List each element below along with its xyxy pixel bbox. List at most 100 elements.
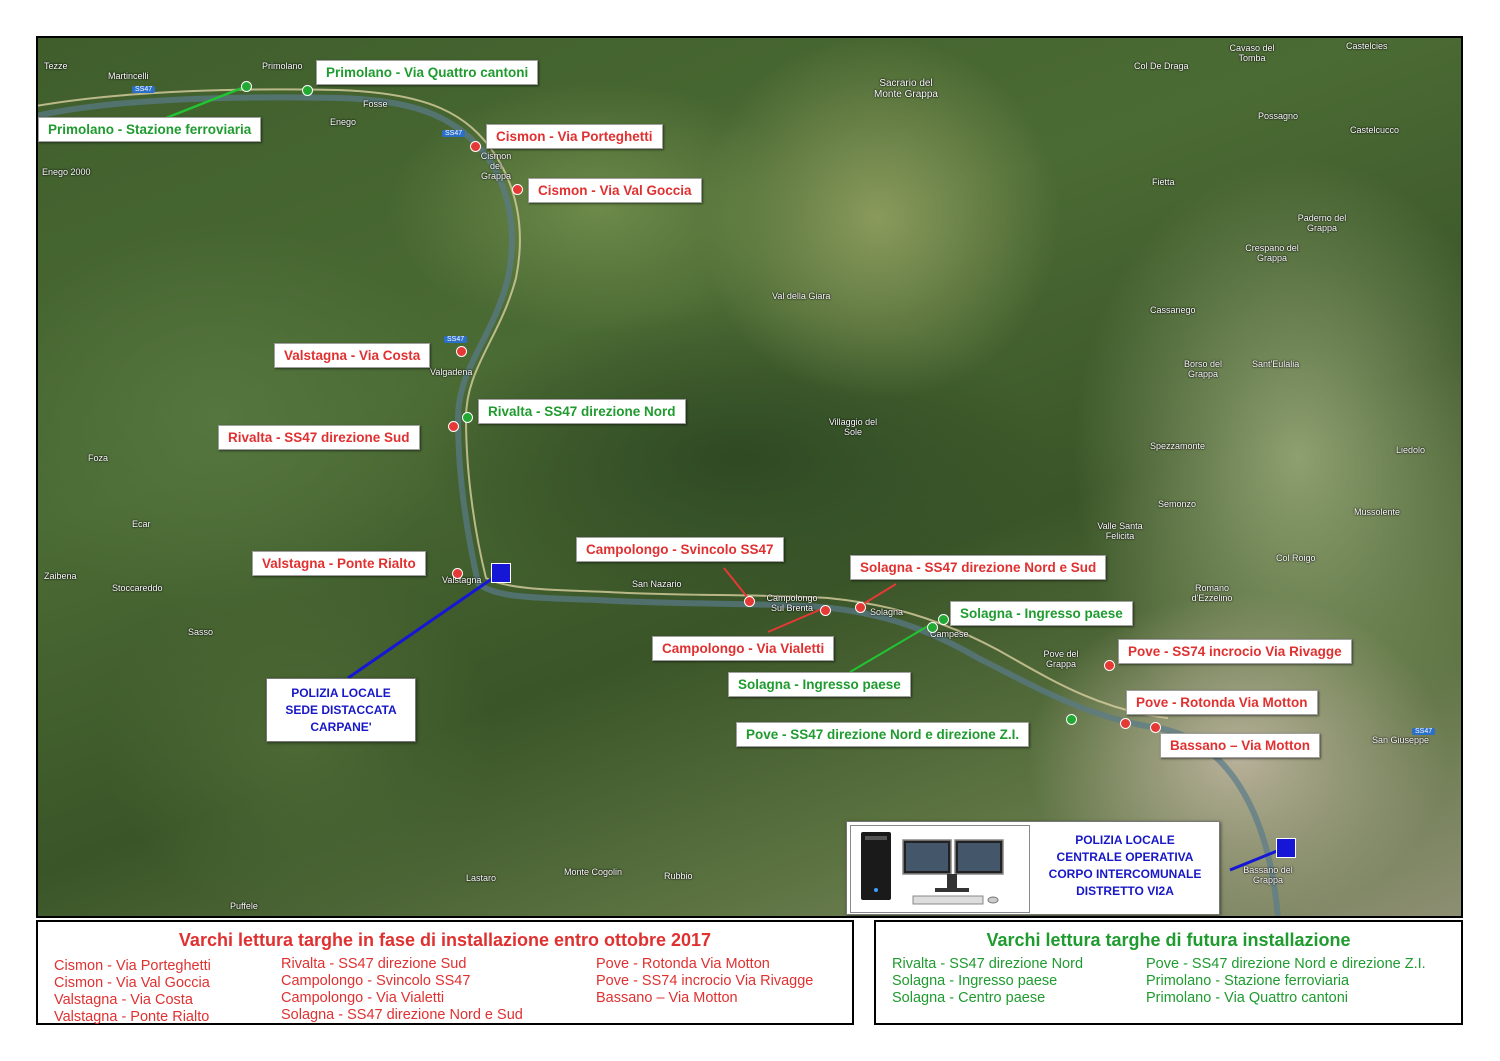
label-campolongo-vialetti: Campolongo - Via Vialetti — [652, 636, 835, 661]
marker-campolongo-vialetti[interactable] — [820, 605, 831, 616]
place-cavaso: Cavaso del Tomba — [1229, 43, 1275, 63]
legend-installazione-col2: Rivalta - SS47 direzione Sud Campolongo … — [281, 956, 523, 1024]
police-central-line: DISTRETTO VI2A — [1076, 884, 1174, 898]
place-solagna: Solagna — [870, 607, 904, 617]
legend-item: Valstagna - Via Costa — [54, 992, 193, 1008]
marker-cismon-porteghetti[interactable] — [470, 141, 481, 152]
police-central-box: POLIZIA LOCALE CENTRALE OPERATIVA CORPO … — [846, 821, 1220, 915]
police-carpane-line: SEDE DISTACCATA — [285, 703, 397, 717]
place-valstagna: Valstagna — [442, 575, 482, 585]
place-val-della-giara: Val della Giara — [772, 291, 831, 301]
connector-carpane — [347, 576, 494, 680]
label-bassano-motton: Bassano – Via Motton — [1160, 733, 1321, 758]
place-enego: Enego — [330, 117, 357, 127]
marker-police-central[interactable] — [1276, 838, 1296, 858]
marker-solagna-ingresso-1[interactable] — [938, 614, 949, 625]
label-rivalta-sud: Rivalta - SS47 direzione Sud — [218, 425, 420, 450]
label-valstagna-costa: Valstagna - Via Costa — [274, 343, 431, 368]
map-overlay — [38, 86, 1283, 916]
marker-solagna-ingresso-2[interactable] — [927, 622, 938, 633]
place-stoccareddo: Stoccareddo — [112, 583, 163, 593]
place-sasso: Sasso — [188, 627, 214, 637]
place-castelcies: Castelcies — [1346, 41, 1388, 51]
place-enego-2000: Enego 2000 — [42, 167, 91, 177]
label-primolano-quattro: Primolano - Via Quattro cantoni — [316, 60, 539, 85]
place-santeulalia: Sant'Eulalia — [1252, 359, 1300, 369]
legend-installazione-col1: Cismon - Via Porteghetti Cismon - Via Va… — [54, 958, 211, 1026]
place-tezze: Tezze — [44, 61, 68, 71]
connector-central — [1229, 847, 1283, 872]
marker-pove-ss47[interactable] — [1066, 714, 1077, 725]
place-fietta: Fietta — [1152, 177, 1175, 187]
connector-solagna-ingresso — [849, 625, 929, 673]
legend-installazione-title: Varchi lettura targhe in fase di install… — [178, 930, 712, 950]
place-martincelli: Martincelli — [108, 71, 149, 81]
legend-item: Campolongo - Svincolo SS47 — [281, 973, 471, 989]
label-campolongo-svincolo: Campolongo - Svincolo SS47 — [576, 537, 784, 562]
place-puffele: Puffele — [230, 901, 258, 911]
legend-item: Pove - SS74 incrocio Via Rivagge — [596, 973, 814, 989]
place-possagno: Possagno — [1258, 111, 1299, 121]
place-primolano: Primolano — [262, 61, 303, 71]
marker-pove-ss74[interactable] — [1104, 660, 1115, 671]
marker-campolongo-svincolo[interactable] — [744, 596, 755, 607]
computer-icon — [861, 832, 1004, 905]
place-fosse: Fosse — [363, 99, 388, 109]
police-central-text: POLIZIA LOCALE CENTRALE OPERATIVA CORPO … — [1033, 832, 1217, 900]
police-carpane-line: CARPANE' — [310, 720, 372, 734]
police-central-line: POLIZIA LOCALE — [1075, 833, 1175, 847]
road-shield-ss47: SS47 — [132, 86, 156, 93]
marker-valstagna-ponte[interactable] — [452, 568, 463, 579]
legend-item: Cismon - Via Val Goccia — [54, 975, 210, 991]
legend-item: Primolano - Stazione ferroviaria — [1146, 973, 1350, 989]
road-shield-ss47: SS47 — [444, 336, 468, 343]
label-solagna-ingresso-2: Solagna - Ingresso paese — [728, 672, 911, 697]
place-monte-cogolin: Monte Cogolin — [564, 867, 623, 877]
legend-item: Solagna - SS47 direzione Nord e Sud — [281, 1007, 523, 1023]
label-pove-ss47: Pove - SS47 direzione Nord e direzione Z… — [736, 722, 1030, 747]
place-col-de-draga: Col De Draga — [1134, 61, 1189, 71]
marker-primolano-stazione[interactable] — [241, 81, 252, 92]
satellite-map: Tezze Martincelli Primolano Fosse Enego … — [36, 36, 1463, 918]
legend-futura: Varchi lettura targhe di futura installa… — [874, 920, 1463, 1025]
label-primolano-stazione: Primolano - Stazione ferroviaria — [38, 117, 262, 142]
place-paderno: Paderno del Grappa — [1297, 213, 1347, 233]
legend-item: Campolongo - Via Vialetti — [281, 990, 445, 1006]
marker-pove-rotonda[interactable] — [1120, 718, 1131, 729]
place-lastaro: Lastaro — [466, 873, 497, 883]
place-campolongo: Campolongo Sul Brenta — [766, 593, 818, 613]
place-mussolente: Mussolente — [1354, 507, 1401, 517]
police-carpane-box: POLIZIA LOCALE SEDE DISTACCATA CARPANE' — [266, 678, 416, 742]
connector-solagna-nordsud — [859, 583, 897, 607]
label-pove-rotonda: Pove - Rotonda Via Motton — [1126, 690, 1318, 715]
place-bassano: Bassano del Grappa — [1243, 865, 1293, 885]
marker-valstagna-costa[interactable] — [456, 346, 467, 357]
legend-item: Pove - SS47 direzione Nord e direzione Z… — [1146, 956, 1426, 972]
place-cassanego: Cassanego — [1150, 305, 1196, 315]
marker-primolano-quattro[interactable] — [302, 85, 313, 96]
legend-installazione: Varchi lettura targhe in fase di install… — [36, 920, 854, 1025]
marker-solagna-nordsud[interactable] — [855, 602, 866, 613]
marker-cismon-valgoccia[interactable] — [512, 184, 523, 195]
legend-futura-col2: Pove - SS47 direzione Nord e direzione Z… — [1146, 956, 1426, 1007]
marker-bassano-motton[interactable] — [1150, 722, 1161, 733]
place-pove: Pove del Grappa — [1043, 649, 1079, 669]
place-spezzamonte: Spezzamonte — [1150, 441, 1206, 451]
marker-rivalta-sud[interactable] — [448, 421, 459, 432]
place-valgadena: Valgadena — [430, 367, 473, 377]
label-rivalta-nord: Rivalta - SS47 direzione Nord — [478, 399, 686, 424]
place-sacrario: Sacrario del Monte Grappa — [874, 78, 938, 100]
police-central-line: CENTRALE OPERATIVA — [1056, 850, 1194, 864]
place-crespano: Crespano del Grappa — [1245, 243, 1299, 263]
place-valle-santa-felicita: Valle Santa Felicita — [1097, 521, 1143, 541]
place-villaggio: Villaggio del Sole — [828, 417, 878, 437]
marker-police-carpane[interactable] — [491, 563, 511, 583]
legend-item: Valstagna - Ponte Rialto — [54, 1009, 210, 1025]
place-cismon: Cismon del Grappa — [480, 151, 512, 181]
place-liedolo: Liedolo — [1396, 445, 1426, 455]
road-ss47 — [38, 88, 1169, 719]
legend-futura-col1: Rivalta - SS47 direzione Nord Solagna - … — [892, 956, 1083, 1007]
place-col-roigo: Col Roigo — [1276, 553, 1316, 563]
legend-item: Solagna - Centro paese — [892, 990, 1046, 1006]
marker-rivalta-nord[interactable] — [462, 412, 473, 423]
